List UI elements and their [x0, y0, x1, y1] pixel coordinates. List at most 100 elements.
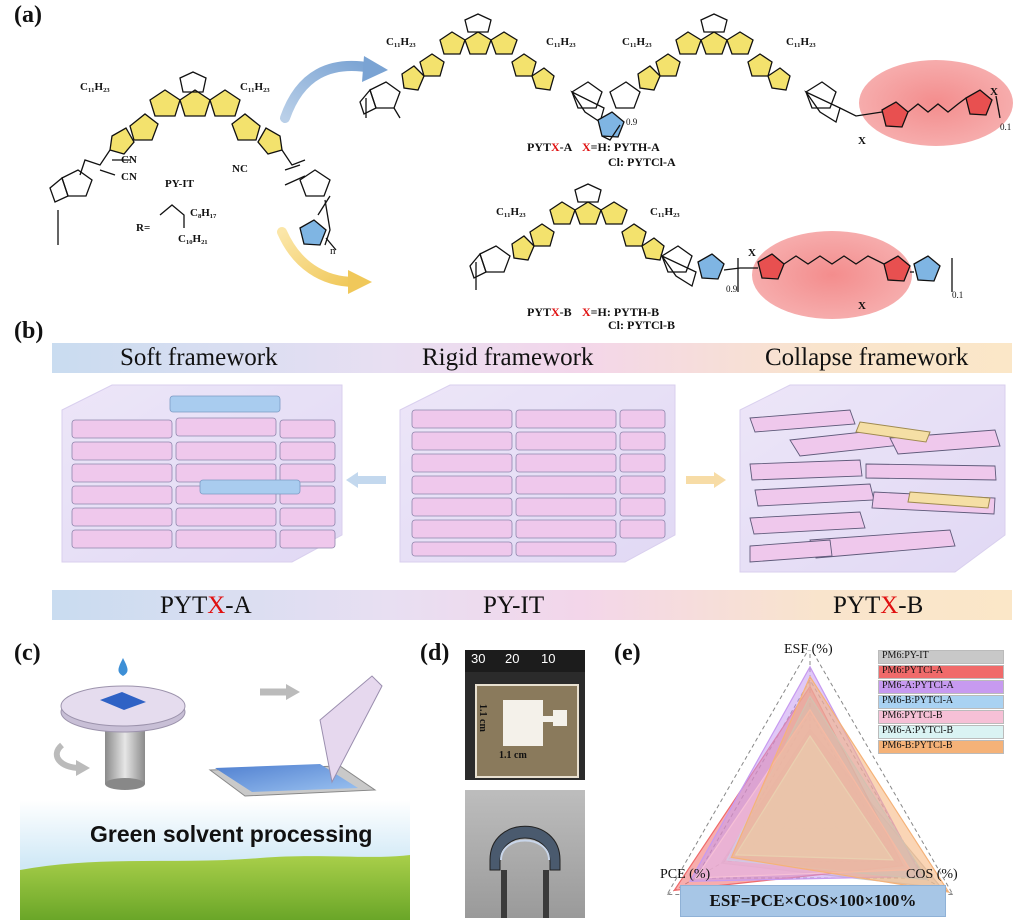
c11-label: C₁₁H₂₃: [546, 36, 576, 48]
pytcl-b-variant: Cl: PYTCl-B: [608, 318, 675, 332]
legend-label: PM6-A:PYTCl-A: [882, 680, 954, 691]
esf-formula: ESF=PCE×COS×100×100%: [680, 885, 946, 917]
panel-c-label: (c): [14, 640, 41, 666]
legend-label: PM6:PY-IT: [882, 650, 929, 661]
panel-a-label: (a): [14, 2, 42, 28]
device-photo-top: 30 20 10 1.1 cm 1.1 cm: [465, 650, 585, 780]
py-it-structure: [49, 71, 337, 251]
x-label: X: [858, 300, 866, 312]
x-label: X: [990, 86, 998, 98]
legend-label: PM6-A:PYTCl-B: [882, 725, 954, 736]
ruler-label: 20: [505, 651, 520, 666]
series-polygon: [730, 675, 950, 893]
electrode: [503, 700, 543, 746]
legend-label: PM6-B:PYTCl-A: [882, 695, 954, 706]
c11-label: C₁₁H₂₃: [786, 36, 816, 48]
pytcl-a-variant: Cl: PYTCl-A: [608, 155, 676, 169]
ruler: 30 20 10: [465, 650, 585, 672]
arrow-left-icon: [346, 472, 386, 488]
panel-e-label: (e): [614, 640, 641, 666]
cn-label: CN: [121, 154, 137, 166]
spin-coater: [53, 685, 186, 790]
repeat-n: n: [330, 245, 336, 257]
cn-label: CN: [121, 171, 137, 183]
radar-chart: [666, 650, 954, 895]
legend-label: PM6:PYTCl-B: [882, 710, 943, 721]
dim-horizontal: 1.1 cm: [499, 750, 527, 761]
legend-item: PM6-A:PYTCl-B: [878, 725, 1004, 739]
sub-09: 0.9: [726, 284, 738, 294]
blade-coater: [208, 675, 383, 797]
rotate-arrow-icon: [76, 760, 90, 776]
legend-item: PM6:PY-IT: [878, 650, 1004, 664]
c11-label: C₁₁H₂₃: [240, 81, 270, 93]
legend-swatch: [878, 725, 1004, 739]
pytx-a-structure: [359, 13, 1001, 141]
c11-label: C₁₁H₂₃: [496, 206, 526, 218]
collapse-framework-title: Collapse framework: [765, 344, 969, 371]
legend-swatch: [878, 665, 1004, 679]
electrode-arm: [543, 716, 553, 722]
arrow-to-a: [280, 56, 388, 123]
legend-swatch: [878, 740, 1004, 754]
c11-label: C₁₁H₂₃: [650, 206, 680, 218]
r-sub2: C₁₀H₂₁: [178, 233, 208, 245]
legend-item: PM6-B:PYTCl-B: [878, 740, 1004, 754]
legend-item: PM6:PYTCl-B: [878, 710, 1004, 724]
droplet-icon: [118, 658, 128, 676]
legend-swatch: [878, 695, 1004, 709]
pytx-b-name: PYTX-B: [527, 305, 572, 319]
legend-item: PM6-B:PYTCl-A: [878, 695, 1004, 709]
c11-label: C₁₁H₂₃: [386, 36, 416, 48]
legend-label: PM6:PYTCl-A: [882, 665, 944, 676]
panel-d-label: (d): [420, 640, 450, 666]
linker-highlight-b: [752, 231, 912, 319]
legend-swatch: [878, 680, 1004, 694]
c11-label: C₁₁H₂₃: [80, 81, 110, 93]
x-label: X: [858, 135, 866, 147]
panel-b-label: (b): [14, 318, 44, 344]
rigid-framework-stack: [399, 384, 676, 563]
nc-label: NC: [232, 163, 248, 175]
legend-swatch: [878, 650, 1004, 664]
ruler-label: 30: [471, 651, 486, 666]
substrate: 1.1 cm 1.1 cm: [475, 684, 579, 778]
axis-label-cos: COS (%): [906, 867, 958, 882]
py-it-label: PY-IT: [165, 178, 194, 190]
pytx-b-footer: PYTX-B: [833, 592, 924, 619]
pytx-a-footer: PYTX-A: [160, 592, 252, 619]
arrow-right-icon: [686, 472, 726, 488]
pytx-b-structure: [469, 183, 953, 292]
green-solvent-caption: Green solvent processing: [90, 821, 373, 847]
legend-item: PM6-A:PYTCl-A: [878, 680, 1004, 694]
panel-a-structures: [49, 13, 1013, 319]
c11-label: C₁₁H₂₃: [622, 36, 652, 48]
framework-footer-band: [52, 590, 1012, 620]
axis-label-esf: ESF (%): [784, 642, 833, 657]
r-label: R=: [136, 222, 151, 234]
dim-vertical: 1.1 cm: [477, 704, 488, 732]
collapse-framework-stack: [739, 384, 1006, 573]
framework-header-band: [52, 343, 1012, 373]
r-sub1: C₈H₁₇: [190, 207, 217, 219]
legend-swatch: [878, 710, 1004, 724]
direction-arrow-icon: [286, 684, 300, 700]
x-label: X: [748, 247, 756, 259]
rigid-framework-title: Rigid framework: [422, 344, 594, 371]
ruler-label: 10: [541, 651, 556, 666]
sub-01: 0.1: [952, 290, 964, 300]
pytx-b-variants: X=H: PYTH-B: [582, 305, 660, 319]
legend-label: PM6-B:PYTCl-B: [882, 740, 953, 751]
sub-01: 0.1: [1000, 122, 1012, 132]
pytx-a-variants: X=H: PYTH-A: [582, 140, 660, 154]
axis-label-pce: PCE (%): [660, 867, 711, 882]
soft-framework-stack: [61, 384, 343, 563]
arrow-to-b: [277, 227, 372, 294]
soft-framework-title: Soft framework: [120, 344, 278, 371]
framework-illustrations: [61, 384, 1006, 573]
pytx-a-name: PYTX-A: [527, 140, 573, 154]
processing-illustration: [20, 658, 410, 920]
device-photo-bent: [465, 790, 585, 918]
electrode-pad: [553, 710, 567, 726]
legend-item: PM6:PYTCl-A: [878, 665, 1004, 679]
